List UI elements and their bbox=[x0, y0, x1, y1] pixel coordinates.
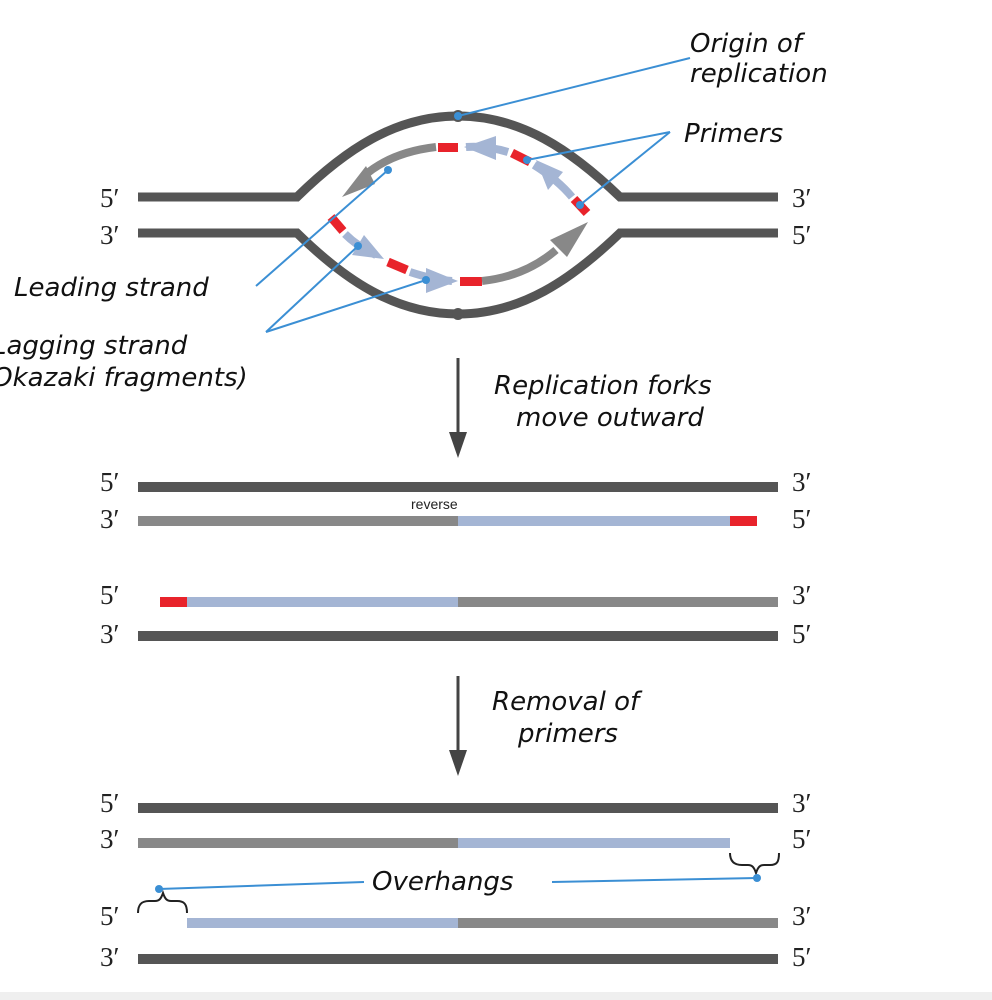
parent-strand-bottom bbox=[138, 228, 778, 319]
end-label: 5′ bbox=[792, 619, 811, 649]
pointer-dots bbox=[354, 112, 584, 284]
lagging-pointer-2 bbox=[265, 279, 427, 333]
parent-strand bbox=[138, 954, 778, 964]
end-label: 5′ bbox=[792, 942, 811, 972]
lagging-strand-label-line1: Lagging strand bbox=[0, 331, 188, 361]
step-arrow-2 bbox=[449, 676, 467, 776]
end-label: 3′ bbox=[792, 580, 811, 610]
end-label: 3′ bbox=[100, 504, 119, 534]
new-lagging-strand bbox=[187, 918, 458, 928]
primers-label: Primers bbox=[684, 119, 783, 149]
overhangs-label: Overhangs bbox=[372, 867, 513, 897]
new-leading-strand bbox=[138, 516, 458, 526]
okazaki-arrow-upper-right-1 bbox=[464, 136, 496, 160]
lagging-pointer-1 bbox=[265, 245, 359, 333]
end-label: 5′ bbox=[100, 788, 119, 818]
overhang-pointer-dot-right bbox=[753, 874, 761, 882]
step2-label-line1: Removal of bbox=[492, 687, 643, 717]
overhang-brace-left bbox=[137, 889, 188, 914]
end-label: 3′ bbox=[100, 619, 119, 649]
leading-pointer bbox=[255, 169, 389, 287]
end-label: 5′ bbox=[100, 580, 119, 610]
end-label: 3′ bbox=[100, 220, 119, 250]
okazaki-arrow-lower-left-2 bbox=[426, 268, 458, 293]
new-leading-strand bbox=[138, 838, 458, 848]
overhang-brace-right bbox=[729, 852, 780, 877]
origin-pointer bbox=[457, 57, 691, 117]
okazaki-arrow-lower-left-1 bbox=[352, 235, 384, 259]
okazaki-arrow-upper-right-2 bbox=[536, 160, 563, 190]
end-label: 3′ bbox=[792, 183, 811, 213]
parent-strand bbox=[138, 631, 778, 641]
origin-label-line1: Origin of bbox=[690, 29, 806, 59]
leading-arrow-left bbox=[342, 166, 375, 197]
new-leading-strand bbox=[458, 597, 778, 607]
end-label: 5′ bbox=[792, 220, 811, 250]
replication-bubble bbox=[138, 110, 778, 320]
overhang-pointers bbox=[158, 877, 758, 890]
leading-strand-right bbox=[481, 246, 559, 285]
origin-dot-bottom bbox=[452, 308, 464, 320]
new-lagging-strand bbox=[458, 516, 730, 526]
end-label: 5′ bbox=[100, 467, 119, 497]
primers-pointer-1 bbox=[526, 131, 671, 161]
final-duplex-1 bbox=[138, 803, 778, 848]
primer-segment bbox=[160, 597, 187, 607]
primer-leading-right bbox=[460, 277, 482, 286]
end-label: 3′ bbox=[792, 467, 811, 497]
new-leading-strand bbox=[458, 918, 778, 928]
leading-arrow-right bbox=[550, 222, 588, 257]
leading-strand-left bbox=[362, 143, 437, 179]
parent-strand bbox=[138, 482, 778, 492]
end-label: 5′ bbox=[792, 504, 811, 534]
primer-leading-left bbox=[438, 143, 458, 152]
end-label: 5′ bbox=[792, 824, 811, 854]
end-label: 3′ bbox=[100, 824, 119, 854]
daughter-duplex-1 bbox=[138, 482, 778, 526]
bottom-band bbox=[0, 992, 992, 1000]
daughter-duplex-2 bbox=[138, 597, 778, 641]
end-label: 5′ bbox=[100, 901, 119, 931]
final-duplex-2 bbox=[138, 918, 778, 964]
end-label: 3′ bbox=[792, 901, 811, 931]
step1-label-line1: Replication forks bbox=[494, 371, 712, 401]
parent-strand bbox=[138, 803, 778, 813]
new-lagging-strand bbox=[187, 597, 458, 607]
pointer-lines bbox=[255, 57, 691, 333]
end-label: 3′ bbox=[100, 942, 119, 972]
parent-strand-top bbox=[138, 111, 778, 202]
primer-segment bbox=[730, 516, 757, 526]
end-label: 3′ bbox=[792, 788, 811, 818]
primers-pointer-2 bbox=[579, 131, 671, 206]
leading-strand-label: Leading strand bbox=[14, 273, 209, 303]
origin-label-line2: replication bbox=[690, 59, 828, 89]
new-lagging-strand bbox=[458, 838, 730, 848]
lagging-strand-label-line2: (Okazaki fragments) bbox=[0, 363, 248, 393]
reverse-label: reverse bbox=[411, 496, 458, 512]
primer-lower-left-2 bbox=[386, 257, 409, 275]
step1-label-line2: move outward bbox=[516, 403, 704, 433]
step2-label-line2: primers bbox=[517, 719, 618, 749]
overhang-pointer-dot-left bbox=[155, 885, 163, 893]
end-label: 5′ bbox=[100, 183, 119, 213]
step-arrow-1 bbox=[449, 358, 467, 458]
